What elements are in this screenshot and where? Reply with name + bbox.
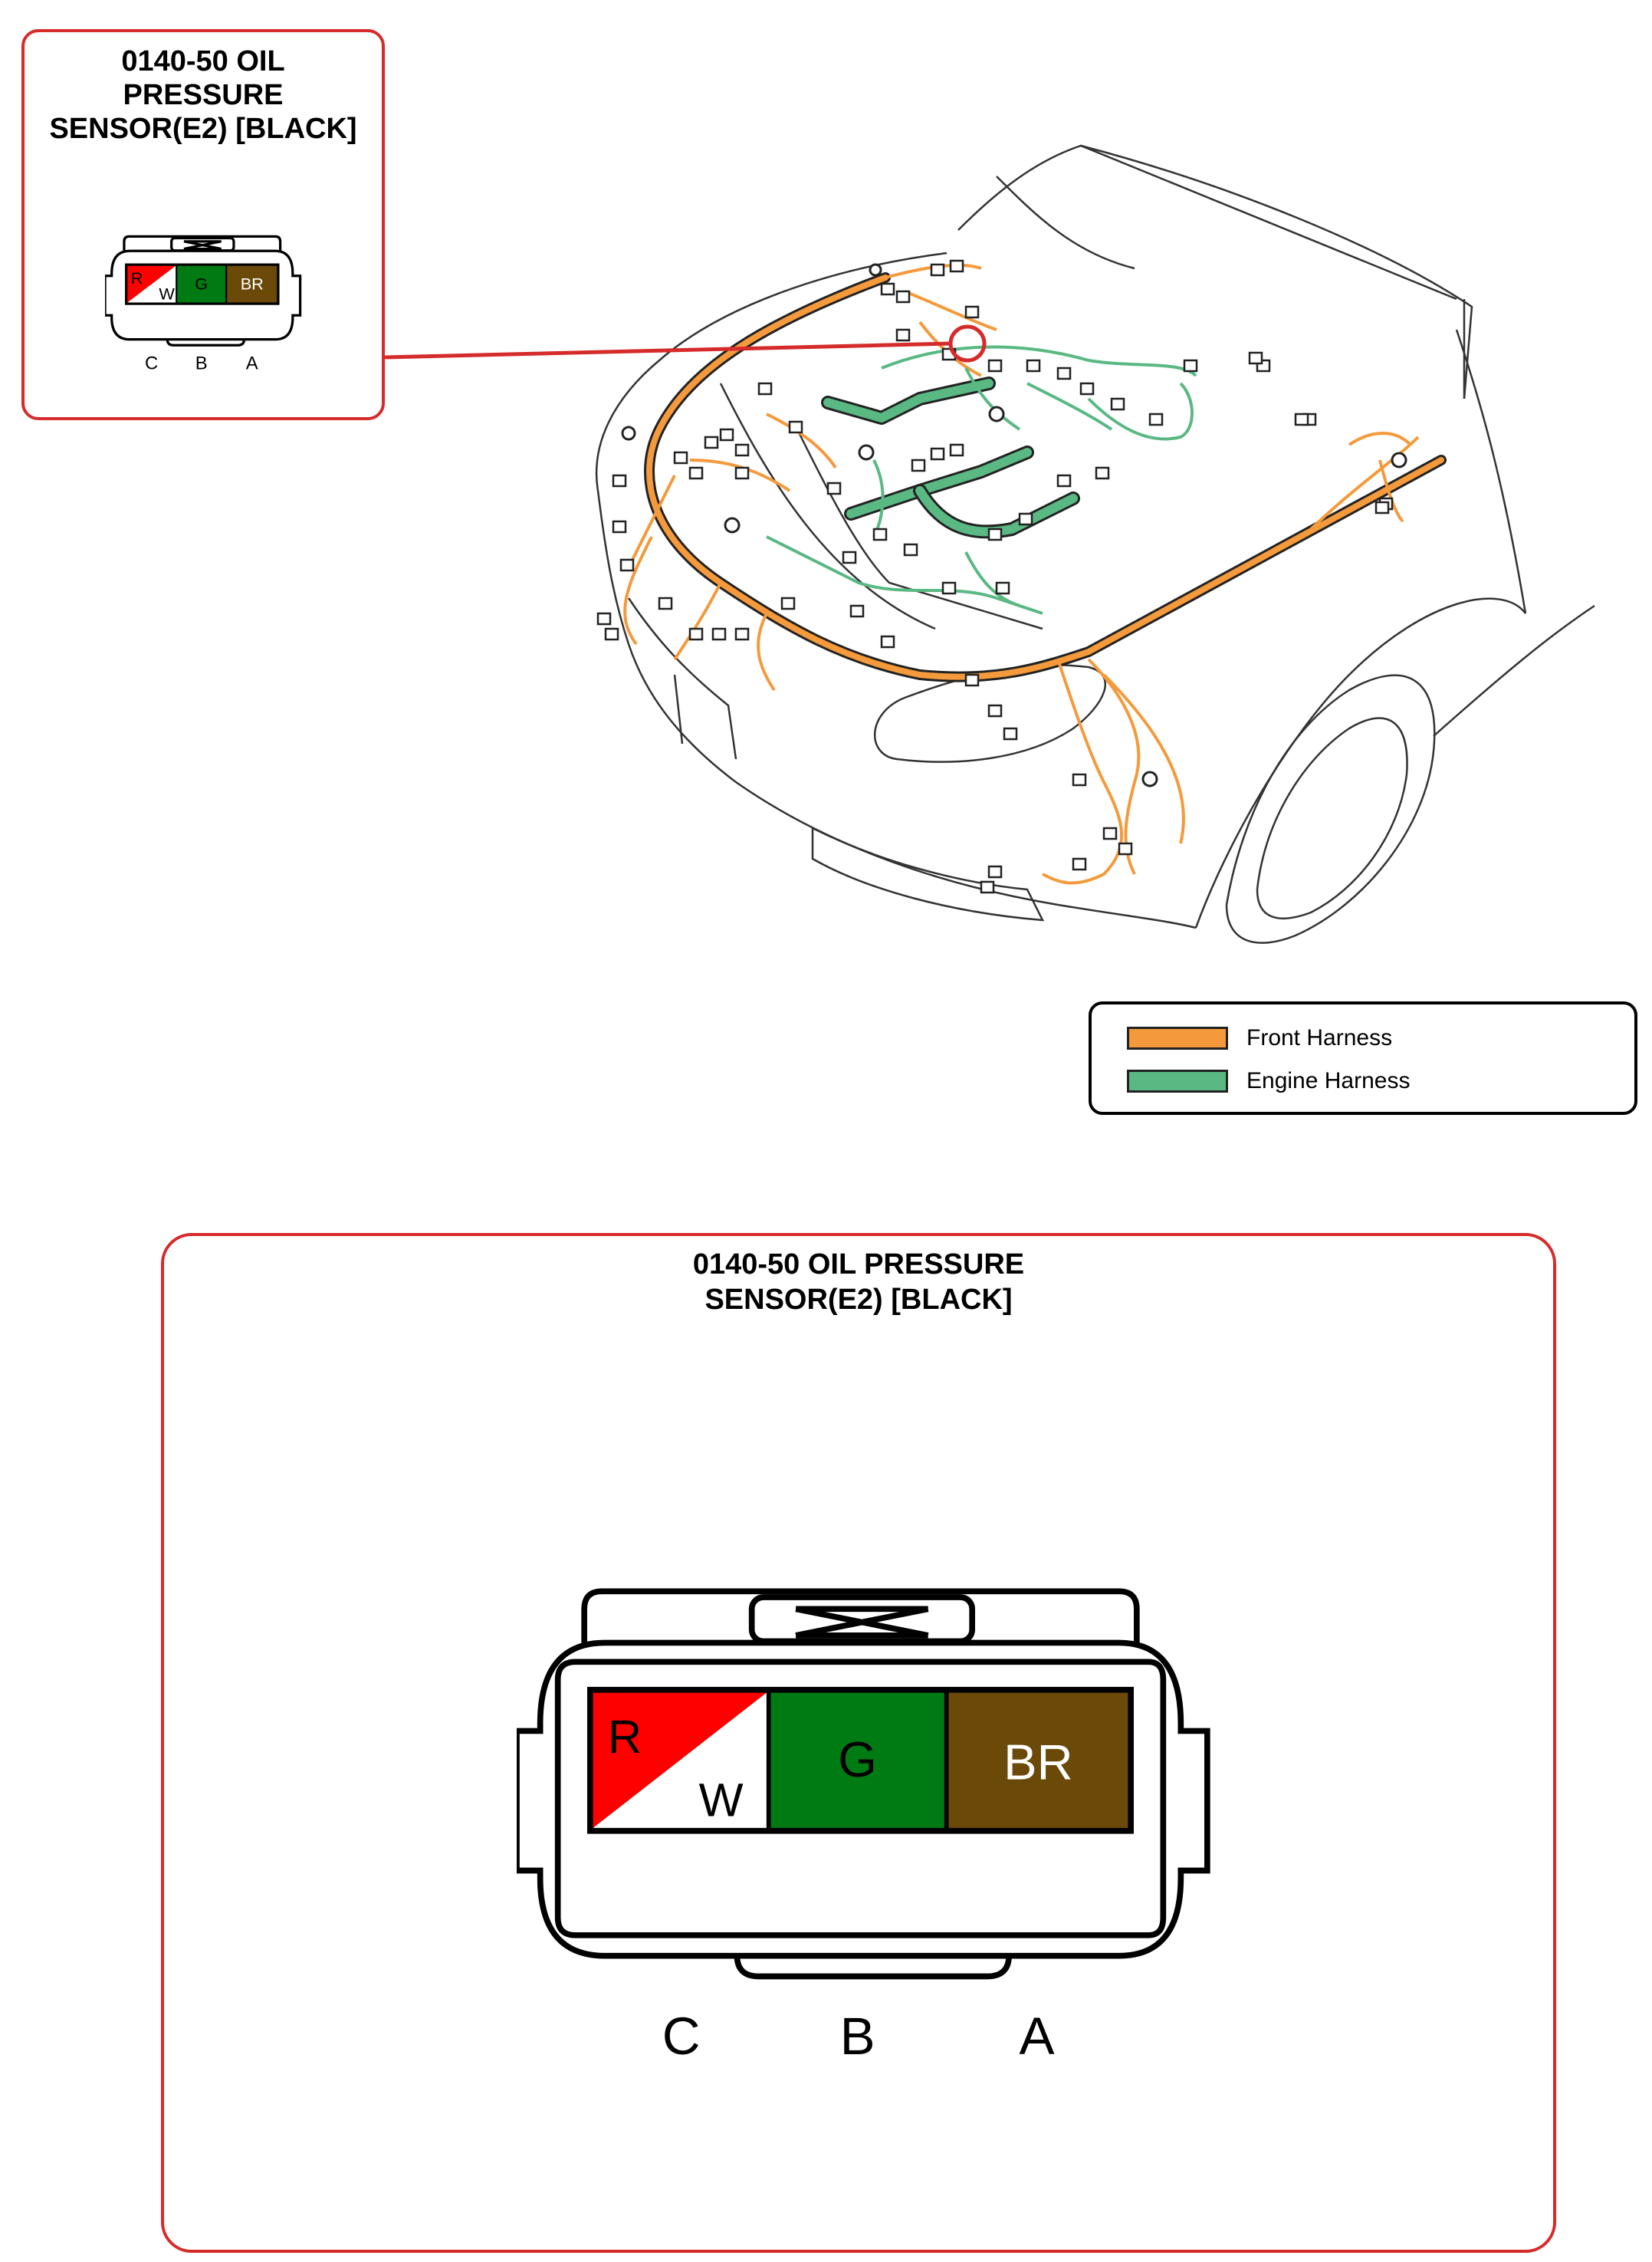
pin-b-label-large: G [838, 1731, 877, 1787]
pin-position-c: C [145, 353, 158, 374]
connector-blocks [596, 259, 1394, 894]
legend-label-front: Front Harness [1246, 1025, 1393, 1050]
engine-harness [821, 376, 1080, 539]
legend-label-engine: Engine Harness [1246, 1068, 1411, 1093]
detail-title: 0140-50 OIL PRESSURE SENSOR(E2) [BLACK] [692, 1248, 1025, 1316]
connector-housing-large [517, 1588, 1210, 1980]
car-body-outline [595, 144, 1595, 944]
pin-position-b-large: B [840, 2007, 875, 2066]
pin-c-top-label: R [131, 268, 143, 288]
pin-position-labels-large: C B A [662, 2007, 1055, 2066]
pin-c-top-label-large: R [608, 1710, 642, 1763]
harness-legend: Front Harness Engine Harness [1089, 1001, 1637, 1115]
grommets [621, 263, 1407, 787]
front-harness-trunk [644, 272, 1447, 682]
legend-item-front-harness: Front Harness [1127, 1024, 1392, 1052]
callout-circle [948, 324, 987, 363]
pin-c-bottom-label-large: W [699, 1774, 744, 1826]
pin-position-a-large: A [1019, 2007, 1054, 2066]
pin-a-label-large: BR [1003, 1734, 1073, 1790]
callout-small-title: 0140-50 OIL PRESSURE SENSOR(E2) [BLACK] [49, 45, 357, 145]
legend-swatch-front [1127, 1027, 1228, 1050]
pin-position-b: B [195, 353, 208, 374]
connector-callout-small: 0140-50 OIL PRESSURE SENSOR(E2) [BLACK] … [21, 29, 385, 420]
pin-position-labels: C B A [145, 353, 258, 374]
connector-face-small: R W G BR C B A [105, 235, 302, 374]
connector-housing [105, 235, 302, 347]
pin-position-c-large: C [662, 2007, 701, 2066]
connector-cavities: R W G BR [125, 263, 280, 305]
callout-leader-line [384, 341, 951, 360]
pin-position-a: A [246, 353, 258, 374]
pin-c-bottom-label: W [159, 284, 175, 304]
legend-item-engine-harness: Engine Harness [1127, 1067, 1410, 1095]
connector-cavities-large: R W G BR [587, 1686, 1134, 1834]
front-harness-branches [623, 263, 1420, 885]
connector-face-large: R W G BR C B A [517, 1588, 1210, 2066]
pin-b-label: G [195, 275, 208, 294]
legend-swatch-engine [1127, 1070, 1228, 1093]
pin-a-label: BR [241, 275, 264, 294]
vehicle-harness-illustration [384, 144, 1595, 944]
connector-detail-large: 0140-50 OIL PRESSURE SENSOR(E2) [BLACK] … [161, 1233, 1556, 2253]
